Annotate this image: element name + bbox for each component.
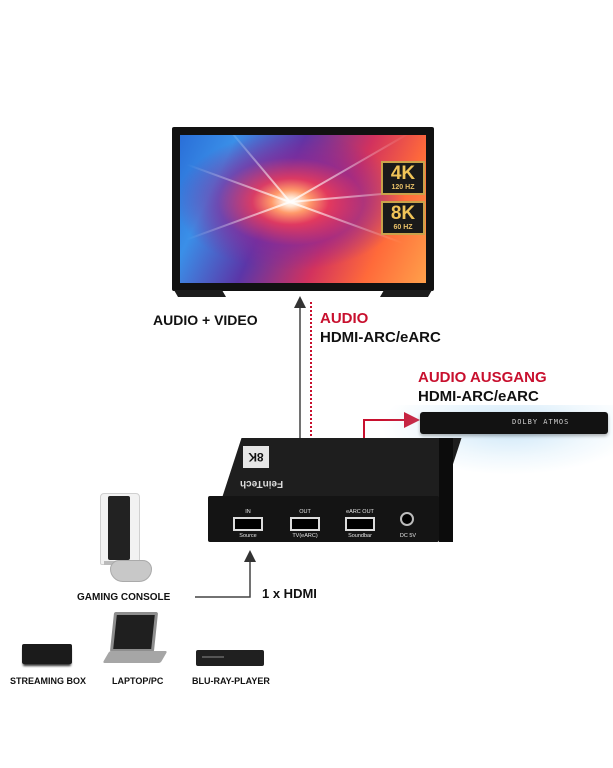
label-streaming-box: STREAMING BOX: [10, 676, 87, 686]
earc-out-port: [345, 517, 375, 531]
soundbar-display: DOLBY ATMOS: [512, 418, 570, 426]
badge-4k-sub: 120 HZ: [391, 184, 415, 191]
port-in-sub: Source: [239, 533, 257, 539]
gamepad-icon: [110, 560, 152, 582]
label-audio-ausgang: AUDIO AUSGANG: [418, 369, 547, 386]
label-audio: AUDIO: [320, 310, 369, 327]
label-audio-video: AUDIO + VIDEO: [153, 312, 258, 328]
device-side: [439, 438, 453, 542]
label-hdmi-arc-2: HDMI-ARC/eARC: [418, 388, 539, 405]
port-earc-label: eARC OUT: [346, 509, 374, 515]
laptop-icon: [109, 612, 159, 652]
bluray-slot: [202, 656, 224, 658]
badge-8k-sub: 60 HZ: [393, 224, 413, 231]
label-one-hdmi: 1 x HDMI: [262, 586, 317, 601]
device-8k-badge: 8K: [243, 446, 269, 468]
line-hdmi-input: [195, 550, 256, 598]
label-laptop: LAPTOP/PC: [112, 676, 164, 686]
dc-power-jack: [400, 512, 414, 526]
bluray-player-icon: [196, 650, 264, 666]
device-brand: FeinTech: [240, 478, 284, 489]
dc-label: DC 5V: [399, 533, 417, 539]
port-in-label: IN: [245, 509, 251, 515]
port-out-label: OUT: [299, 509, 311, 515]
port-out-sub: TV(eARC): [292, 533, 318, 539]
laptop-base: [102, 651, 168, 663]
port-earc-sub: Soundbar: [348, 533, 372, 539]
soundbar: [420, 412, 608, 434]
badge-8k-main: 8K: [390, 203, 416, 224]
badge-8k: 8K 60 HZ: [381, 201, 425, 235]
hdmi-in-port: [233, 517, 263, 531]
label-hdmi-arc: HDMI-ARC/eARC: [320, 329, 441, 346]
label-bluray: BLU-RAY-PLAYER: [192, 676, 270, 686]
streaming-box-icon: [22, 644, 72, 664]
hdmi-out-port: [290, 517, 320, 531]
label-gaming-console: GAMING CONSOLE: [77, 592, 171, 603]
badge-4k: 4K 120 HZ: [381, 161, 425, 195]
badge-4k-main: 4K: [390, 163, 416, 184]
console-core: [108, 496, 130, 560]
